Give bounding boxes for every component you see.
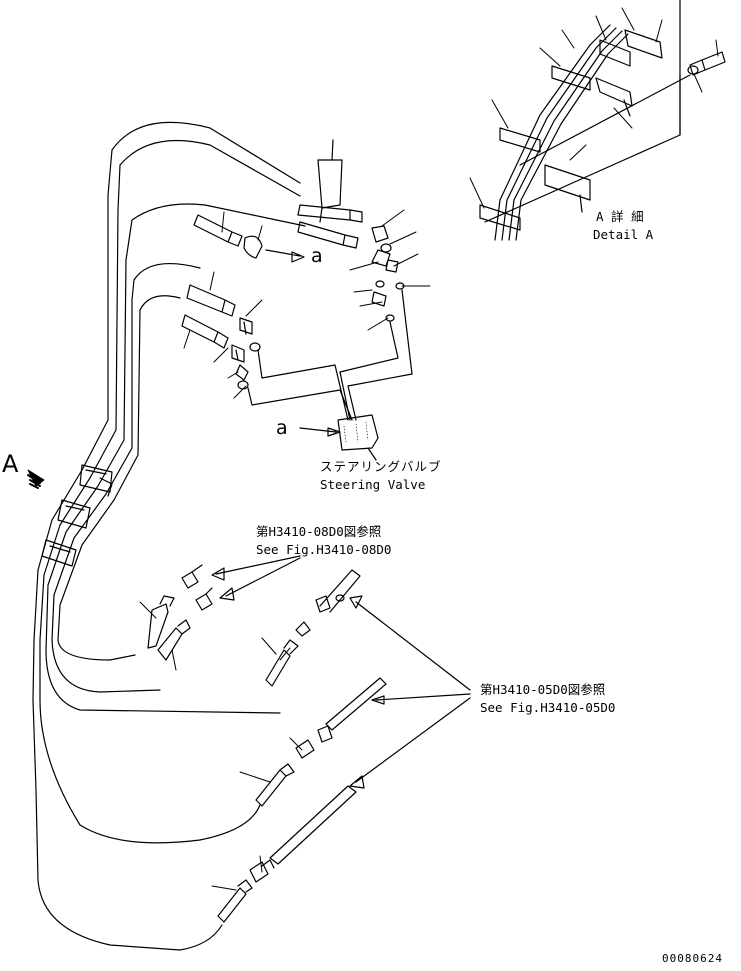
oring-lower-1 (335, 594, 345, 602)
clamp-lower (41, 539, 77, 567)
hose-line-3 (45, 203, 306, 714)
oring-6 (385, 314, 395, 322)
hose-end-left-3 (181, 314, 229, 349)
fitting-2 (231, 344, 245, 363)
hose-end-lower-5 (217, 879, 253, 923)
fitting-4 (371, 291, 387, 307)
detail-frame-top (519, 74, 691, 166)
elbow-1 (243, 235, 263, 259)
swivel-1 (181, 564, 203, 589)
right-fittings (371, 225, 399, 273)
detail-clamp-4 (599, 39, 631, 67)
leaders-lower (139, 601, 303, 891)
detail-clamp-3 (551, 65, 591, 91)
pipe-lower-2 (325, 677, 387, 731)
pipe-lower-3 (269, 785, 357, 865)
pipe-left-2 (247, 387, 353, 421)
pipe-left (257, 349, 349, 421)
steering-valve-en: Steering Valve (320, 477, 426, 492)
tee-pipe (317, 159, 343, 223)
detail-bolt (689, 51, 726, 76)
detail-bracket-1 (544, 164, 591, 213)
detail-clamp-2 (499, 127, 541, 153)
detail-hoses (494, 24, 629, 241)
detail-bracket-3 (624, 29, 663, 59)
oring-1 (249, 342, 261, 352)
hose-end-upper-2 (297, 221, 359, 249)
oring-4 (375, 280, 385, 288)
bundle-clamps (41, 464, 113, 567)
hose-end-left-2 (186, 284, 236, 317)
lower-fittings (147, 555, 471, 923)
drawing-number: 00080624 (662, 952, 723, 965)
steering-valve (299, 414, 379, 461)
clamp-upper-ear (99, 477, 113, 497)
ref08-arrow-1 (211, 555, 301, 581)
ref08-arrow-2 (219, 557, 301, 601)
view-arrow-a (27, 469, 45, 489)
ref-05-en: See Fig.H3410-05D0 (480, 700, 616, 715)
ref05-arrow-3 (349, 697, 471, 789)
tee-leader (331, 139, 334, 161)
detail-bracket-2 (595, 77, 633, 117)
steering-valve-jp: ステアリングバルブ (320, 459, 442, 474)
view-label-a: A (2, 450, 19, 478)
detail-a-en: Detail A (593, 227, 654, 242)
hose-line-5 (57, 295, 181, 661)
upper-fittings (181, 139, 405, 390)
detail-leaders (469, 7, 719, 209)
hose-end-lower-1 (147, 595, 175, 649)
hose-end-lower-4 (255, 763, 295, 807)
detail-frame (484, 0, 681, 223)
hose-line-2 (39, 139, 301, 844)
pipe-right-2 (347, 289, 413, 421)
detail-a (469, 0, 726, 241)
valve-arrow-a (299, 427, 341, 437)
connection-mark-upper: a (311, 245, 323, 267)
oring-3 (380, 243, 392, 253)
detail-a-jp: A 詳 細 (596, 209, 644, 224)
detail-clamp-1 (479, 204, 521, 231)
ref05-arrow-1 (349, 595, 471, 691)
hose-line-4 (51, 262, 201, 693)
hose-end-lower-3 (265, 639, 299, 687)
ref-05-jp: 第H3410-05D0図参照 (480, 682, 606, 697)
clamp-upper (79, 464, 113, 493)
detail-washer (687, 65, 699, 75)
hose-end-upper (297, 204, 363, 223)
ref05-arrow-2 (371, 693, 471, 705)
pipe-right (339, 321, 399, 421)
valve-leader (367, 447, 377, 461)
fitting-3 (235, 364, 249, 381)
ref-08-en: See Fig.H3410-08D0 (256, 542, 392, 557)
hose-line-1 (32, 121, 301, 951)
arrow-to-a (265, 249, 305, 263)
hose-bundle (32, 121, 306, 951)
clamp-middle (57, 499, 91, 529)
leaders-upper (183, 209, 431, 399)
oring-2 (237, 380, 249, 390)
fitting-1 (239, 317, 253, 335)
swivel-2 (195, 587, 213, 611)
valve-pipes (247, 289, 413, 421)
fittings-lower-2 (295, 725, 333, 759)
hose-end-left-1 (193, 214, 243, 247)
connection-mark-lower: a (276, 417, 288, 439)
fittings-lower-3 (249, 859, 275, 883)
hose-end-lower-2 (157, 619, 191, 661)
fittings-lower-1 (295, 569, 361, 637)
ref-08-jp: 第H3410-08D0図参照 (256, 524, 382, 539)
